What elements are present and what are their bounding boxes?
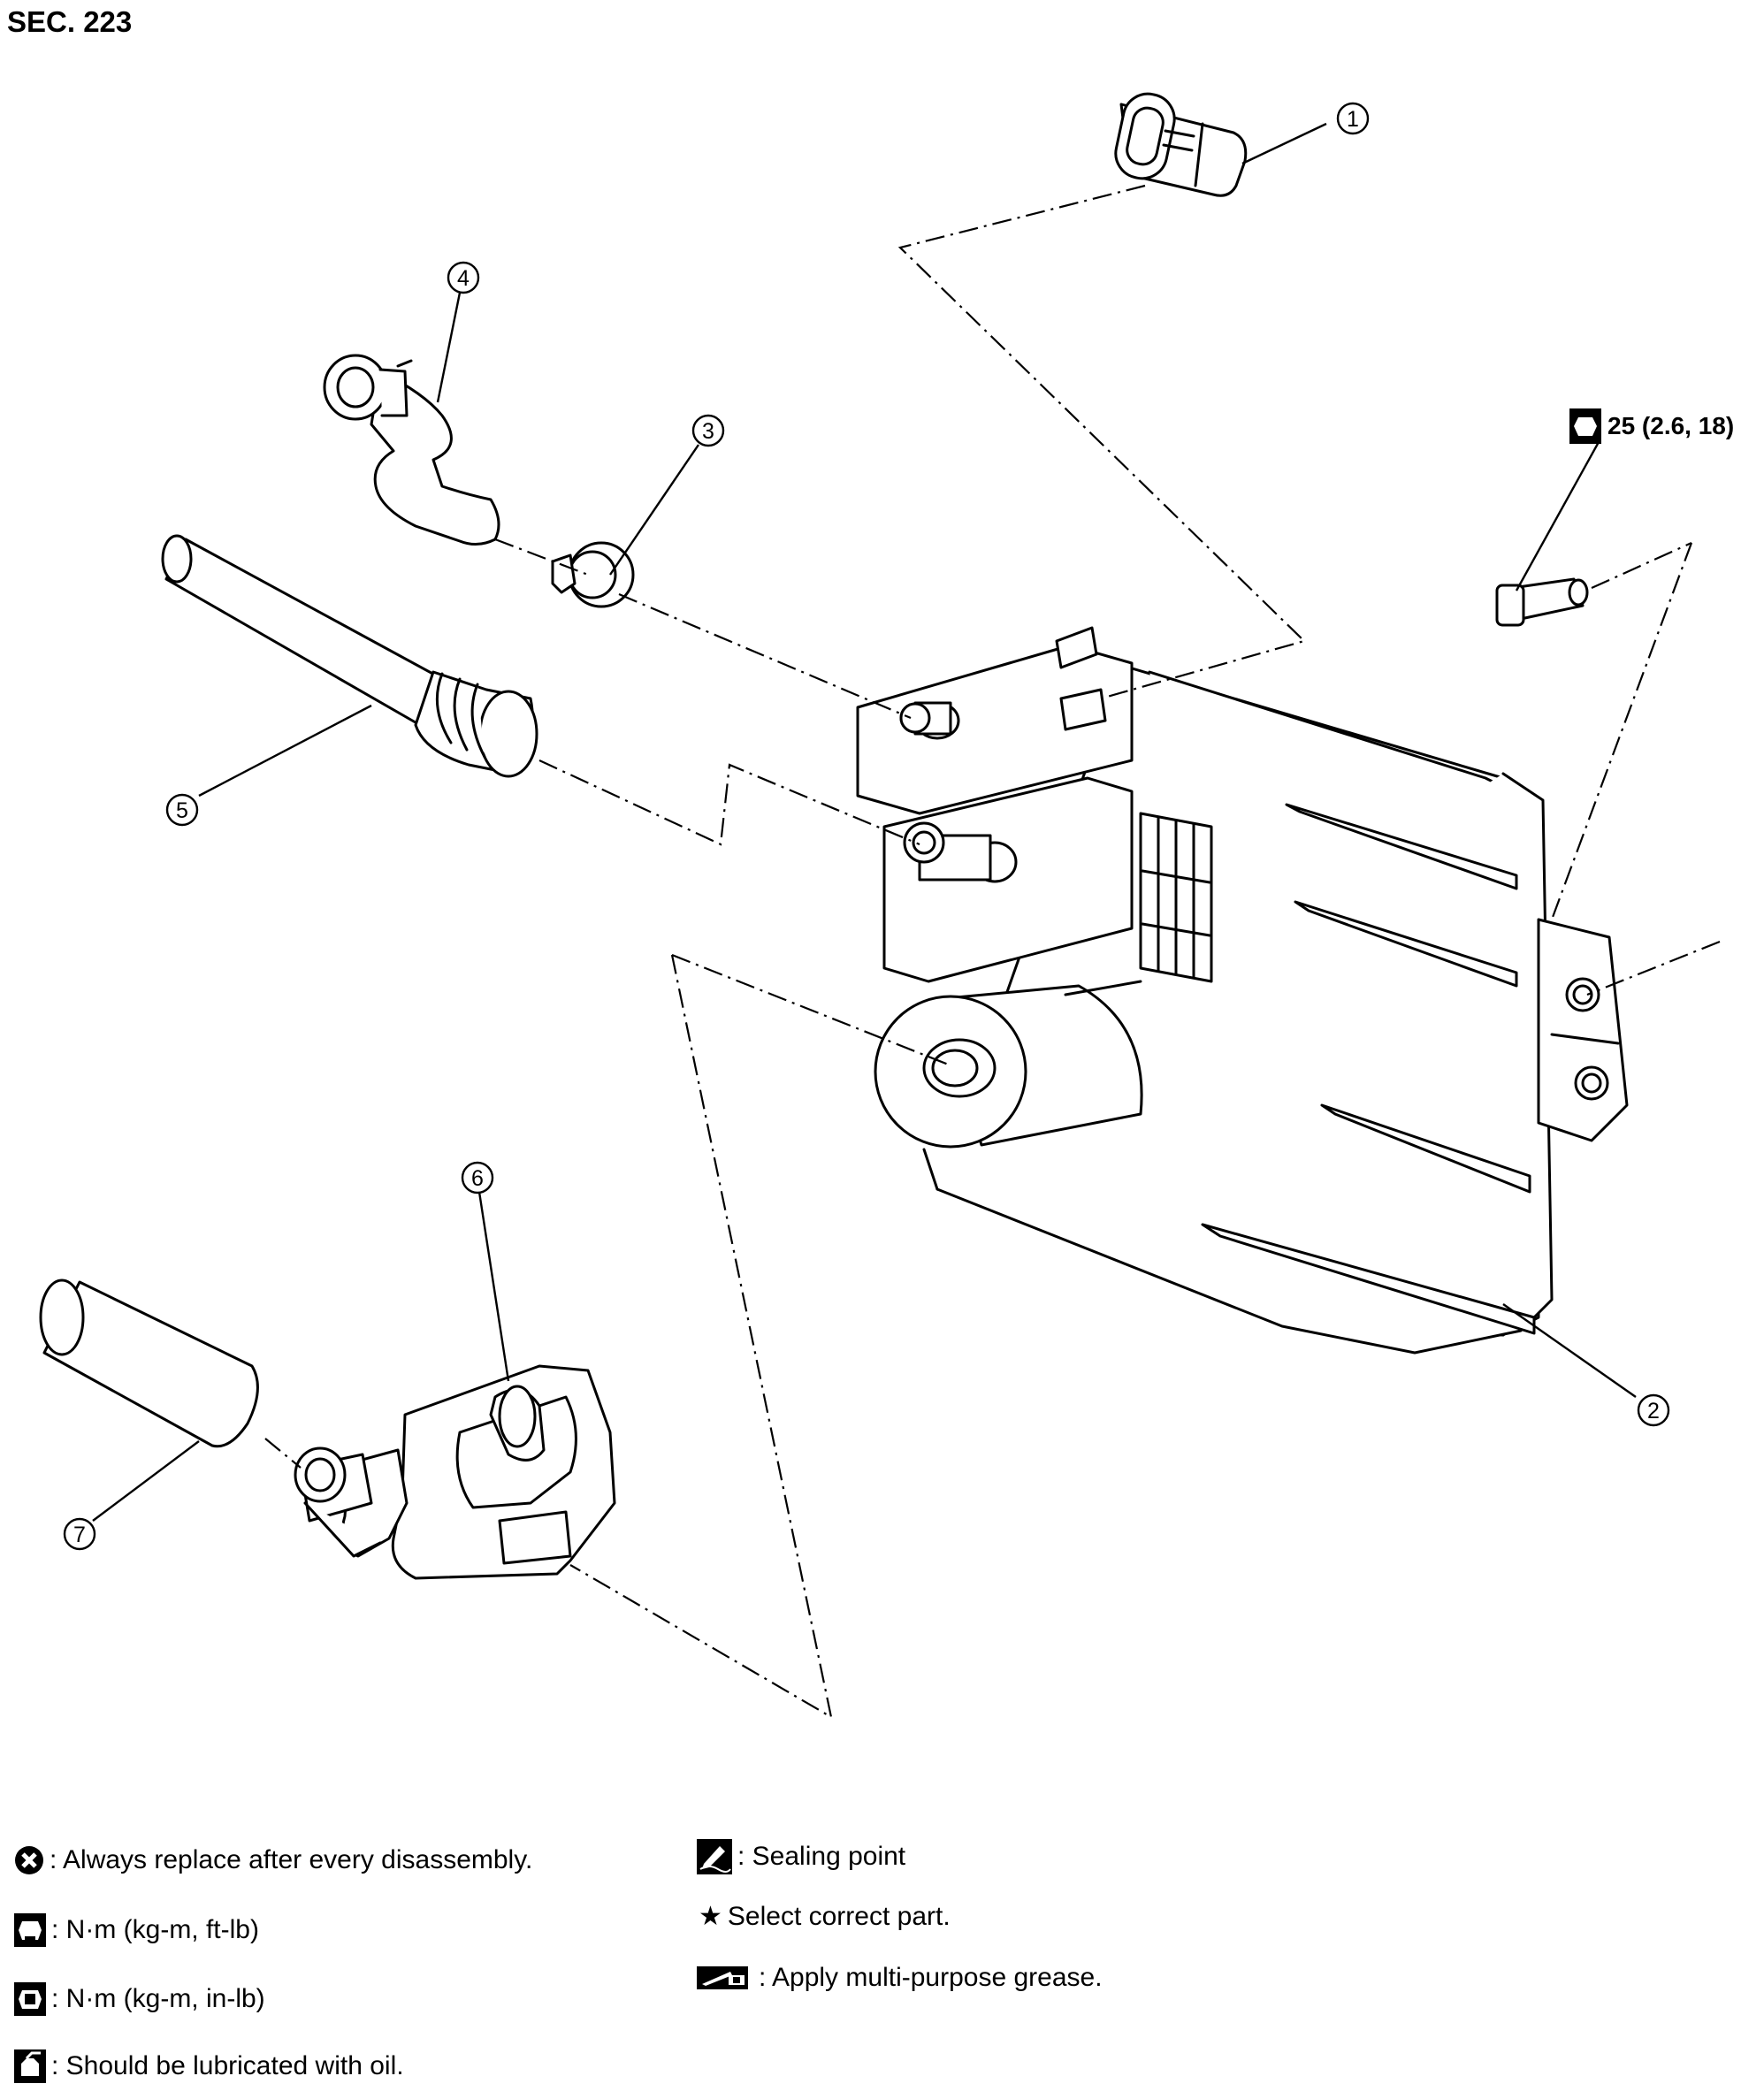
- valve-part: [340, 1364, 616, 1580]
- bolt-part: [1495, 577, 1589, 627]
- legend-row-grease: : Apply multi-purpose grease.: [697, 1963, 1103, 1993]
- callout-circle-2: [1637, 1393, 1670, 1427]
- section-title: SEC. 223: [7, 5, 133, 38]
- callout-number-3: 3: [702, 419, 714, 444]
- torque-ft-lb-icon: [14, 1913, 46, 1947]
- legend-row-torque-in-lb: : N·m (kg-m, in-lb): [14, 1982, 265, 2016]
- callout-number-4: 4: [457, 266, 470, 291]
- legend-text-sealing-point: : Sealing point: [737, 1842, 906, 1871]
- legend-row-oil: : Should be lubricated with oil.: [14, 2049, 404, 2083]
- legend-row-sealing-point: : Sealing point: [697, 1839, 905, 1874]
- torque-wrench-icon: [1569, 408, 1601, 444]
- callout-circles: [63, 102, 1670, 1551]
- legend-row-torque-ft-lb: : N·m (kg-m, ft-lb): [14, 1913, 259, 1947]
- legend-text-torque-ft-lb: : N·m (kg-m, ft-lb): [51, 1915, 259, 1944]
- always-replace-icon: [15, 1846, 43, 1874]
- callout-circle-4: [447, 261, 480, 294]
- legend-text-torque-in-lb: : N·m (kg-m, in-lb): [51, 1984, 265, 2013]
- assembly-lines: [264, 184, 1721, 1720]
- canister-part: [856, 626, 1629, 1355]
- legend-row-always-replace: : Always replace after every disassembly…: [14, 1845, 532, 1875]
- callout-circle-7: [63, 1517, 96, 1551]
- legend-text-select-part: Select correct part.: [727, 1901, 951, 1931]
- hose-upper-part: [323, 354, 500, 546]
- callout-number-7: 7: [73, 1523, 86, 1547]
- callout-number-6: 6: [471, 1166, 484, 1191]
- sealing-point-icon: [697, 1839, 732, 1874]
- star-icon: ★: [699, 1901, 722, 1932]
- callout-leaders: [92, 122, 1637, 1522]
- callout-number-1: 1: [1347, 107, 1359, 132]
- oil-can-icon: [14, 2049, 46, 2083]
- legend-text-always-replace: : Always replace after every disassembly…: [50, 1845, 533, 1874]
- legend-text-grease: : Apply multi-purpose grease.: [759, 1963, 1103, 1992]
- grease-icon: [697, 1966, 748, 1989]
- callout-circle-3: [691, 414, 725, 447]
- bolt-torque-spec: 25 (2.6, 18): [1607, 412, 1735, 439]
- tube-part: [161, 534, 538, 778]
- callout-number-5: 5: [176, 798, 188, 823]
- callout-circle-5: [165, 793, 199, 827]
- callout-number-2: 2: [1647, 1399, 1660, 1424]
- torque-in-lb-icon: [14, 1982, 46, 2016]
- legend-text-oil: : Should be lubricated with oil.: [51, 2051, 404, 2080]
- callout-circle-6: [461, 1161, 494, 1195]
- hose-lower-part: [39, 1278, 382, 1558]
- callout-circle-1: [1336, 102, 1370, 135]
- legend-row-select-part: ★ Select correct part.: [699, 1901, 951, 1932]
- connector-part: [1114, 92, 1248, 197]
- clamp-part: [551, 541, 635, 608]
